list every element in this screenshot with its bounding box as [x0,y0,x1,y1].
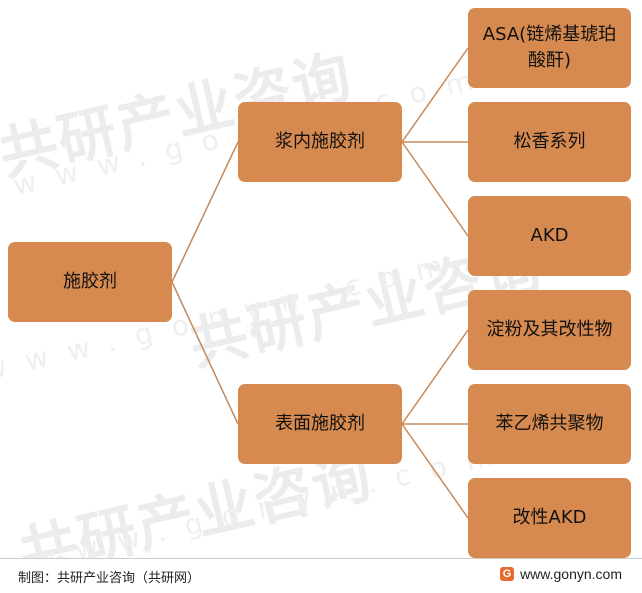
connector-branch1-to-child3 [401,141,469,237]
branch-node-internal-sizing: 浆内施胶剂 [238,102,402,182]
leaf-node-styrene-copolymer: 苯乙烯共聚物 [468,384,631,464]
connector-root-to-branch-1 [171,141,239,283]
source-credit: 制图：共研产业咨询（共研网） [18,571,201,586]
leaf-node-modified-akd: 改性AKD [468,478,631,558]
leaf-node-label: 淀粉及其改性物 [486,319,613,340]
connector-branch1-to-child1 [401,47,469,143]
gonyn-logo-icon: G [500,567,515,581]
branch-node-label: 浆内施胶剂 [275,131,365,152]
leaf-node-label: ASA(链烯基琥珀酸酐) [482,24,617,71]
website-credit: G www.gonyn.com [500,566,622,582]
connector-branch2-to-child1 [401,329,469,425]
leaf-node-rosin: 松香系列 [468,102,631,182]
connector-root-to-branch-2 [171,281,239,425]
leaf-node-akd: AKD [468,196,631,276]
root-node: 施胶剂 [8,242,172,322]
leaf-node-label: 苯乙烯共聚物 [495,413,604,434]
connector-branch2-to-child3 [401,423,469,519]
leaf-node-label: AKD [530,225,569,246]
root-node-label: 施胶剂 [63,271,117,292]
leaf-node-starch: 淀粉及其改性物 [468,290,631,370]
leaf-node-label: 松香系列 [513,131,586,152]
branch-node-surface-sizing: 表面施胶剂 [238,384,402,464]
leaf-node-asa: ASA(链烯基琥珀酸酐) [468,8,631,88]
website-url: www.gonyn.com [520,566,622,582]
leaf-node-label: 改性AKD [512,507,587,528]
branch-node-label: 表面施胶剂 [275,413,365,434]
footer: 制图：共研产业咨询（共研网） G www.gonyn.com [0,558,642,593]
